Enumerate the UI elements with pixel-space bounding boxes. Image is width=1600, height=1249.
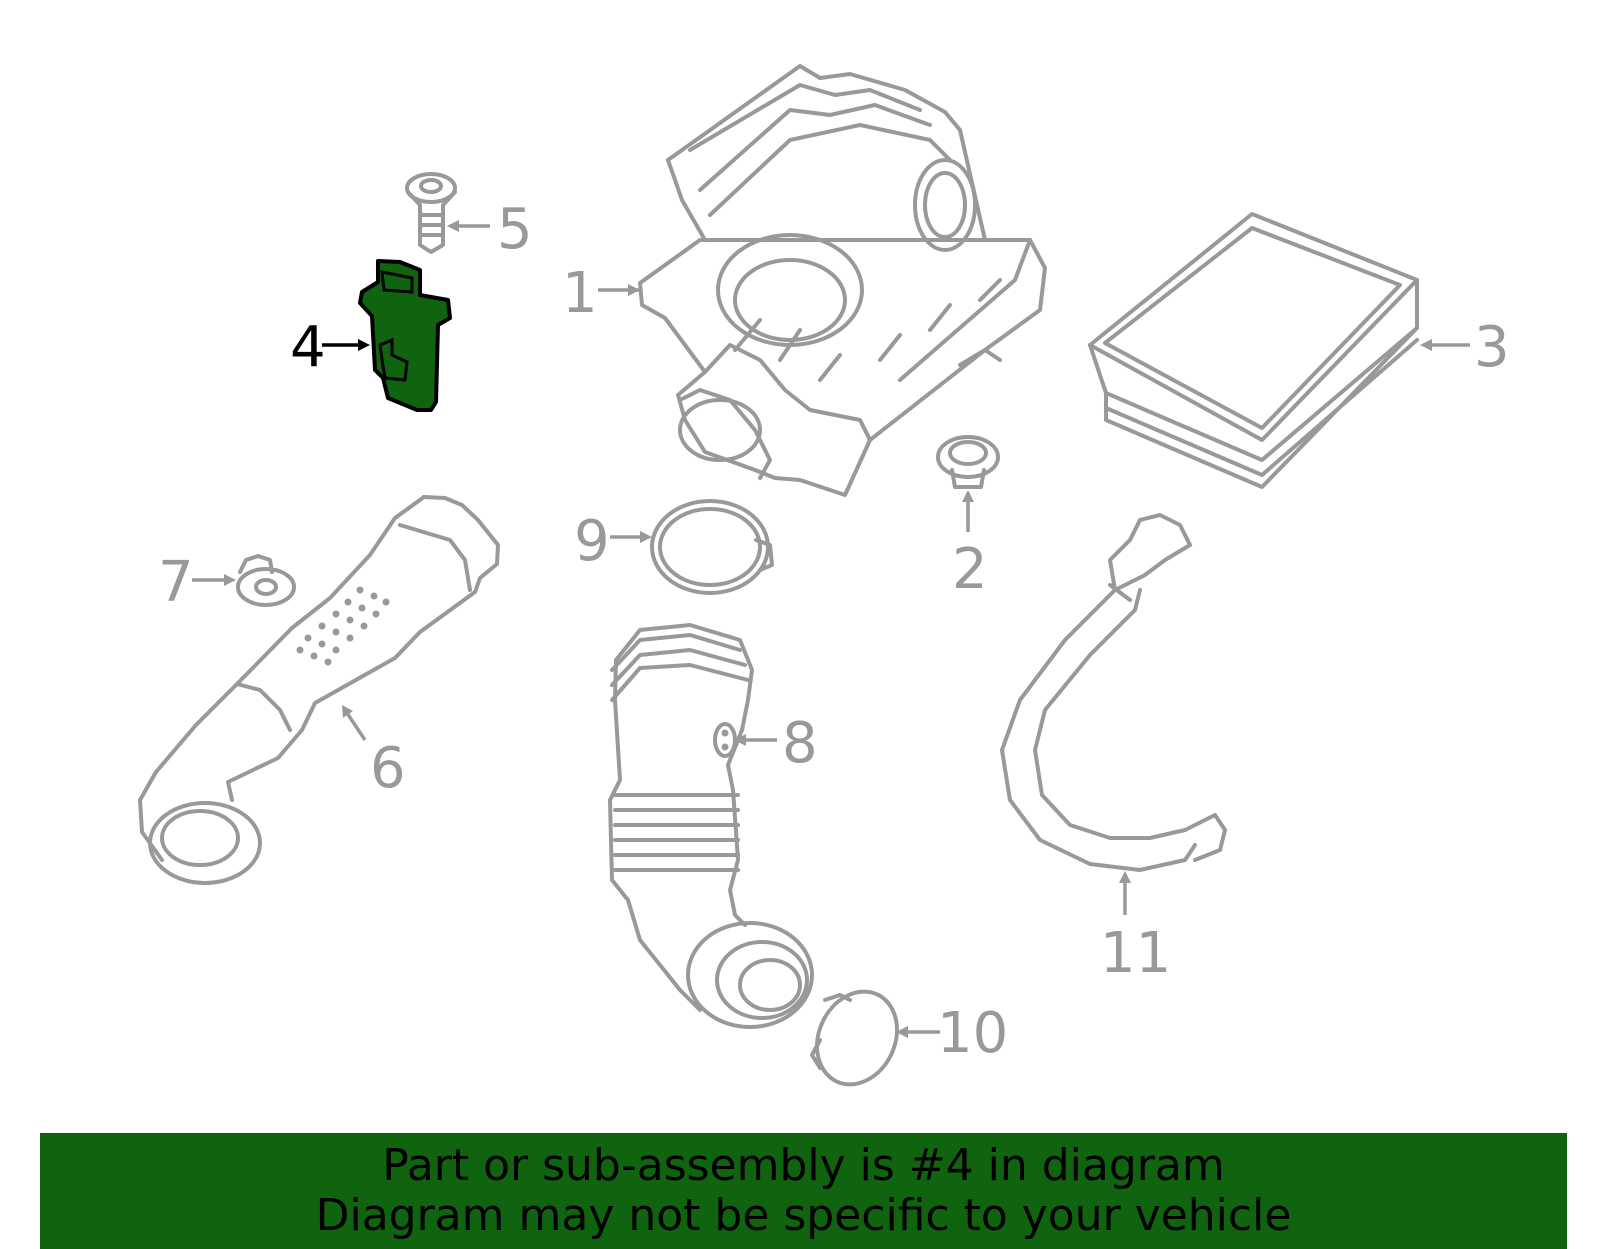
info-banner: Part or sub-assembly is #4 in diagram Di…: [40, 1133, 1567, 1249]
callout-2: 2: [952, 537, 988, 602]
callout-8: 8: [782, 711, 818, 776]
part-7-nut[interactable]: [236, 554, 296, 607]
part-1-air-cleaner-housing[interactable]: [638, 64, 1047, 497]
callout-5: 5: [497, 197, 533, 262]
callout-arrows: [192, 220, 1470, 1038]
banner-line-2: Diagram may not be specific to your vehi…: [315, 1190, 1292, 1241]
callout-4: 4: [290, 315, 326, 380]
banner-line-1: Part or sub-assembly is #4 in diagram: [382, 1140, 1225, 1191]
callout-9: 9: [574, 509, 610, 574]
callout-3: 3: [1474, 315, 1510, 380]
part-11-breather-hose[interactable]: [1000, 513, 1227, 872]
part-9-hose-clamp[interactable]: [650, 499, 774, 595]
part-8-intake-hose[interactable]: [608, 623, 814, 1029]
callout-10: 10: [937, 1001, 1008, 1066]
callout-1: 1: [562, 261, 598, 326]
callout-11: 11: [1100, 921, 1171, 986]
part-3-air-filter[interactable]: [1088, 212, 1419, 489]
callout-6: 6: [370, 736, 406, 801]
part-2-grommet[interactable]: [936, 435, 1000, 489]
part-4-mass-air-flow-sensor[interactable]: [358, 259, 452, 412]
callout-7: 7: [158, 550, 194, 615]
part-6-intake-duct[interactable]: [138, 495, 500, 885]
part-10-hose-clamp[interactable]: [802, 978, 911, 1097]
part-5-bolt[interactable]: [405, 172, 457, 254]
